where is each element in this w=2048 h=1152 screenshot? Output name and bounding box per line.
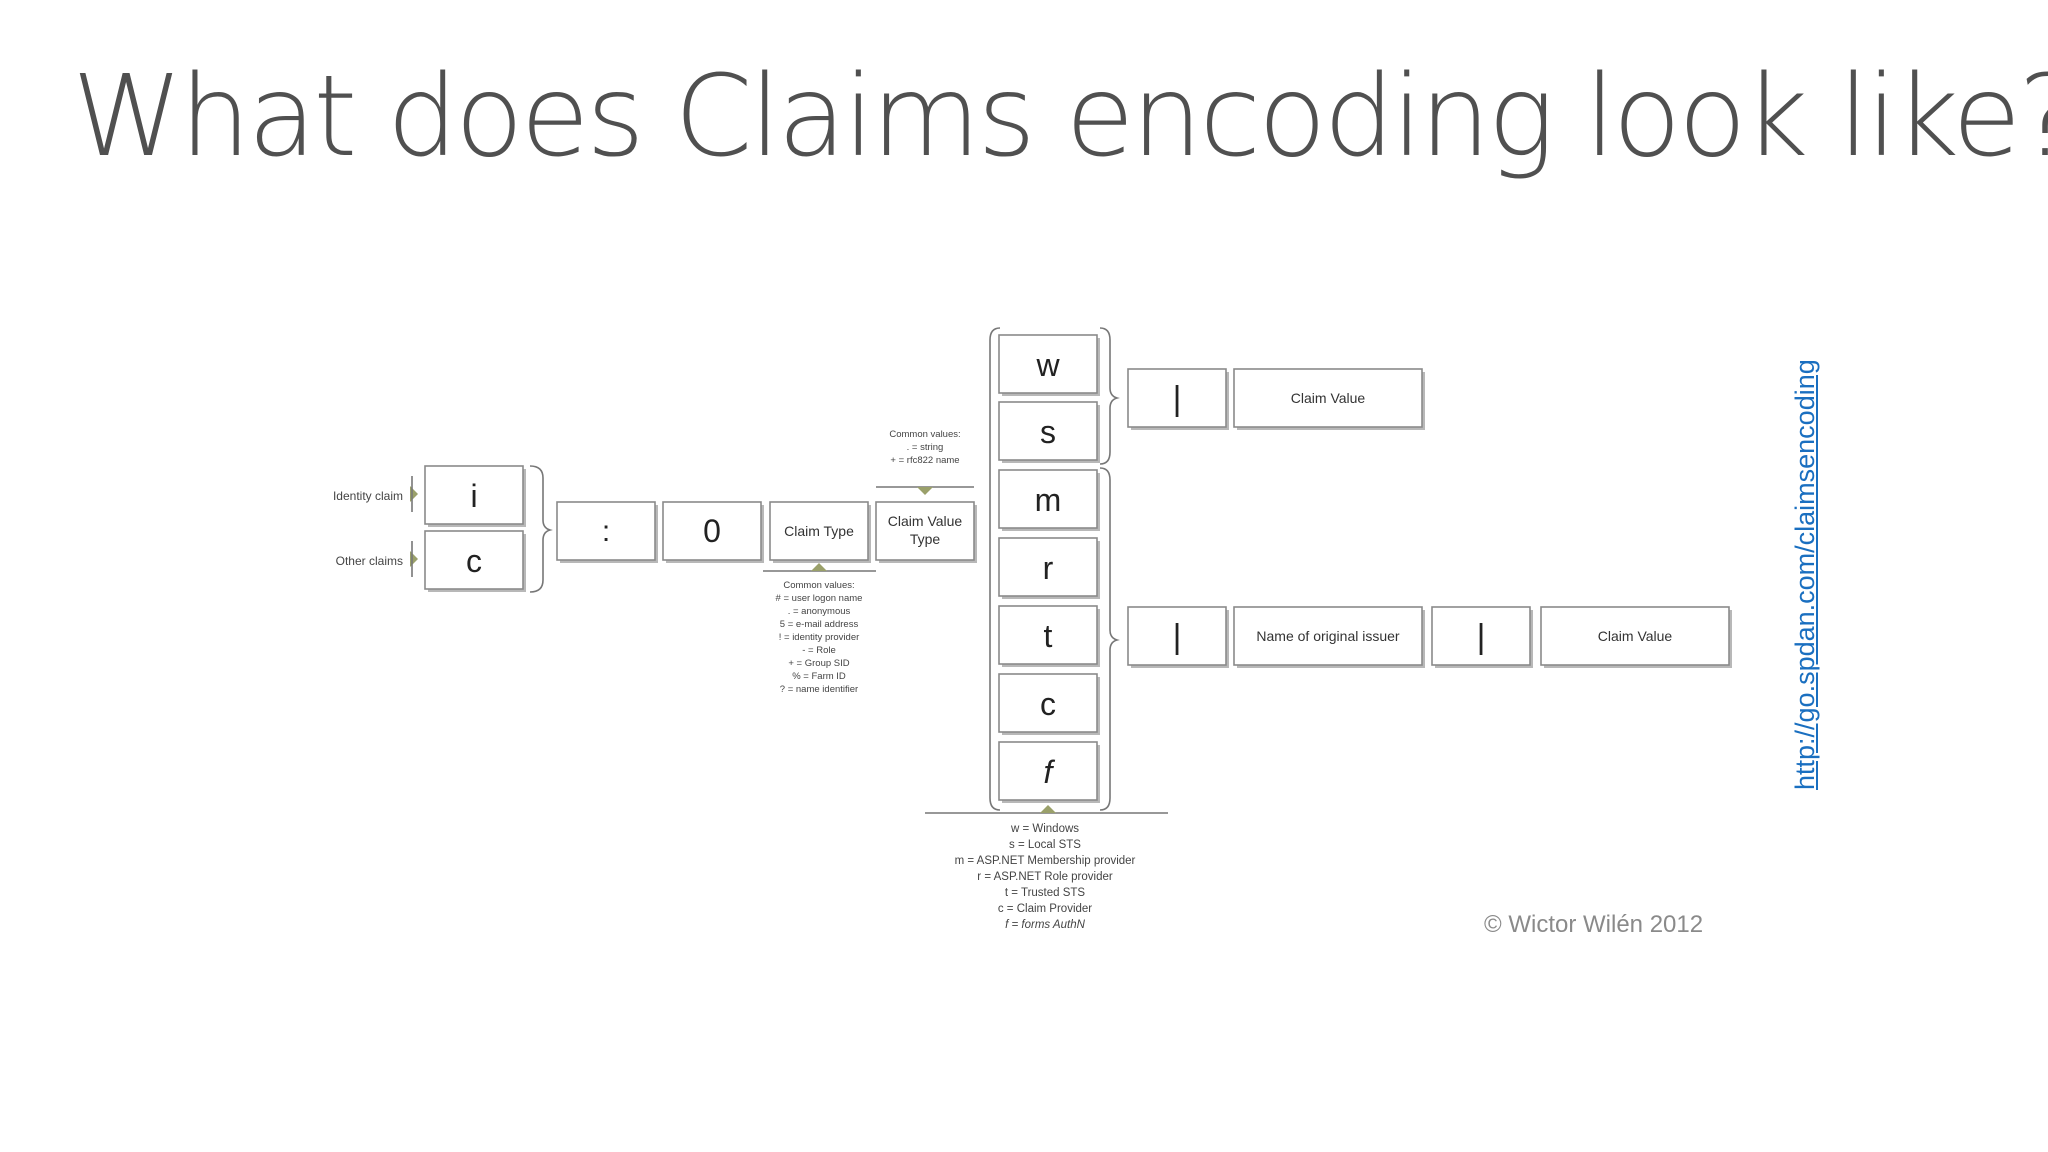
claim-type-note: + = Group SID <box>788 658 849 669</box>
issuer-box-c <box>998 673 1098 733</box>
issuer-note: c = Claim Provider <box>998 903 1092 915</box>
issuer-char: r <box>1043 550 1054 586</box>
value-type-note: . = string <box>907 442 944 453</box>
bottom-claim-value-label: Claim Value <box>1598 628 1673 644</box>
claim-type-note: 5 = e-mail address <box>780 619 859 630</box>
copyright-text: © Wictor Wilén 2012 <box>1484 911 1703 938</box>
claim-value-type-line: Type <box>910 531 941 547</box>
issuer-bottom-brace <box>1099 467 1120 811</box>
zero-char: 0 <box>703 513 721 549</box>
issuer-note: s = Local STS <box>1009 839 1081 851</box>
claim-type-notes: Common values: # = user logon name . = a… <box>776 580 863 695</box>
claim-type-box <box>769 501 869 561</box>
slide-title: What does Claims encoding look like? <box>72 52 2048 182</box>
issuer-note: f = forms AuthN <box>1005 919 1085 931</box>
claims-encoding-link[interactable]: http://go.spdan.com/claimsencoding <box>1790 359 1820 790</box>
other-claims-box <box>424 530 524 590</box>
identity-claim-label: Identity claim <box>333 489 403 503</box>
claim-type-note: # = user logon name <box>776 593 863 604</box>
claim-kind-brace <box>529 465 553 593</box>
issuer-char: s <box>1040 414 1056 450</box>
value-type-note: Common values: <box>889 429 960 440</box>
zero-box <box>662 501 762 561</box>
colon-char: : <box>602 515 610 548</box>
issuer-notes-arrow <box>1040 805 1056 813</box>
claim-type-note: % = Farm ID <box>792 671 846 682</box>
bottom-pipe-box-1 <box>1127 606 1227 666</box>
issuer-note: m = ASP.NET Membership provider <box>955 855 1136 867</box>
issuer-char: w <box>1035 347 1060 383</box>
issuer-box-s <box>998 401 1098 461</box>
top-pipe-char: | <box>1173 380 1182 418</box>
claim-type-note: ! = identity provider <box>779 632 860 643</box>
top-pipe-box <box>1127 368 1227 428</box>
claim-type-note: - = Role <box>802 645 836 656</box>
original-issuer-box <box>1233 606 1423 666</box>
issuer-note: w = Windows <box>1010 823 1079 835</box>
top-claim-value-label: Claim Value <box>1291 390 1366 406</box>
claim-type-note: . = anonymous <box>788 606 851 617</box>
bottom-pipe-char-1: | <box>1173 618 1182 656</box>
issuer-box-w <box>998 334 1098 394</box>
colon-box <box>556 501 656 561</box>
issuer-note: r = ASP.NET Role provider <box>977 871 1113 883</box>
value-type-notes-arrow <box>917 487 933 495</box>
identity-claim-char: i <box>470 478 477 514</box>
issuer-box-f <box>998 741 1098 801</box>
other-claims-label: Other claims <box>336 554 403 568</box>
issuer-boxes: w s m r t c f <box>998 334 1100 803</box>
claim-type-notes-arrow <box>811 563 827 571</box>
claim-type-note: ? = name identifier <box>780 684 858 695</box>
issuer-box-m <box>998 469 1098 529</box>
bottom-pipe-box-2 <box>1431 606 1531 666</box>
claim-value-type-box <box>875 501 975 561</box>
top-claim-value-box <box>1233 368 1423 428</box>
issuer-box-t <box>998 605 1098 665</box>
value-type-note: + = rfc822 name <box>890 455 959 466</box>
issuer-char: m <box>1035 482 1062 518</box>
issuer-note: t = Trusted STS <box>1005 887 1086 899</box>
claim-type-label: Claim Type <box>784 523 854 539</box>
original-issuer-label: Name of original issuer <box>1256 628 1400 644</box>
issuer-char: c <box>1040 686 1056 722</box>
claim-type-note: Common values: <box>783 580 854 591</box>
issuer-box-r <box>998 537 1098 597</box>
issuer-left-brace <box>989 327 1001 811</box>
issuer-char: t <box>1044 618 1053 654</box>
identity-claim-box <box>424 465 524 525</box>
issuer-top-brace <box>1099 327 1120 465</box>
issuer-notes: w = Windows s = Local STS m = ASP.NET Me… <box>955 823 1136 931</box>
other-claims-char: c <box>466 543 482 579</box>
bottom-pipe-char-2: | <box>1477 618 1486 656</box>
claim-value-type-line: Claim Value <box>888 513 963 529</box>
value-type-notes: Common values: . = string + = rfc822 nam… <box>889 429 960 466</box>
bottom-claim-value-box <box>1540 606 1730 666</box>
